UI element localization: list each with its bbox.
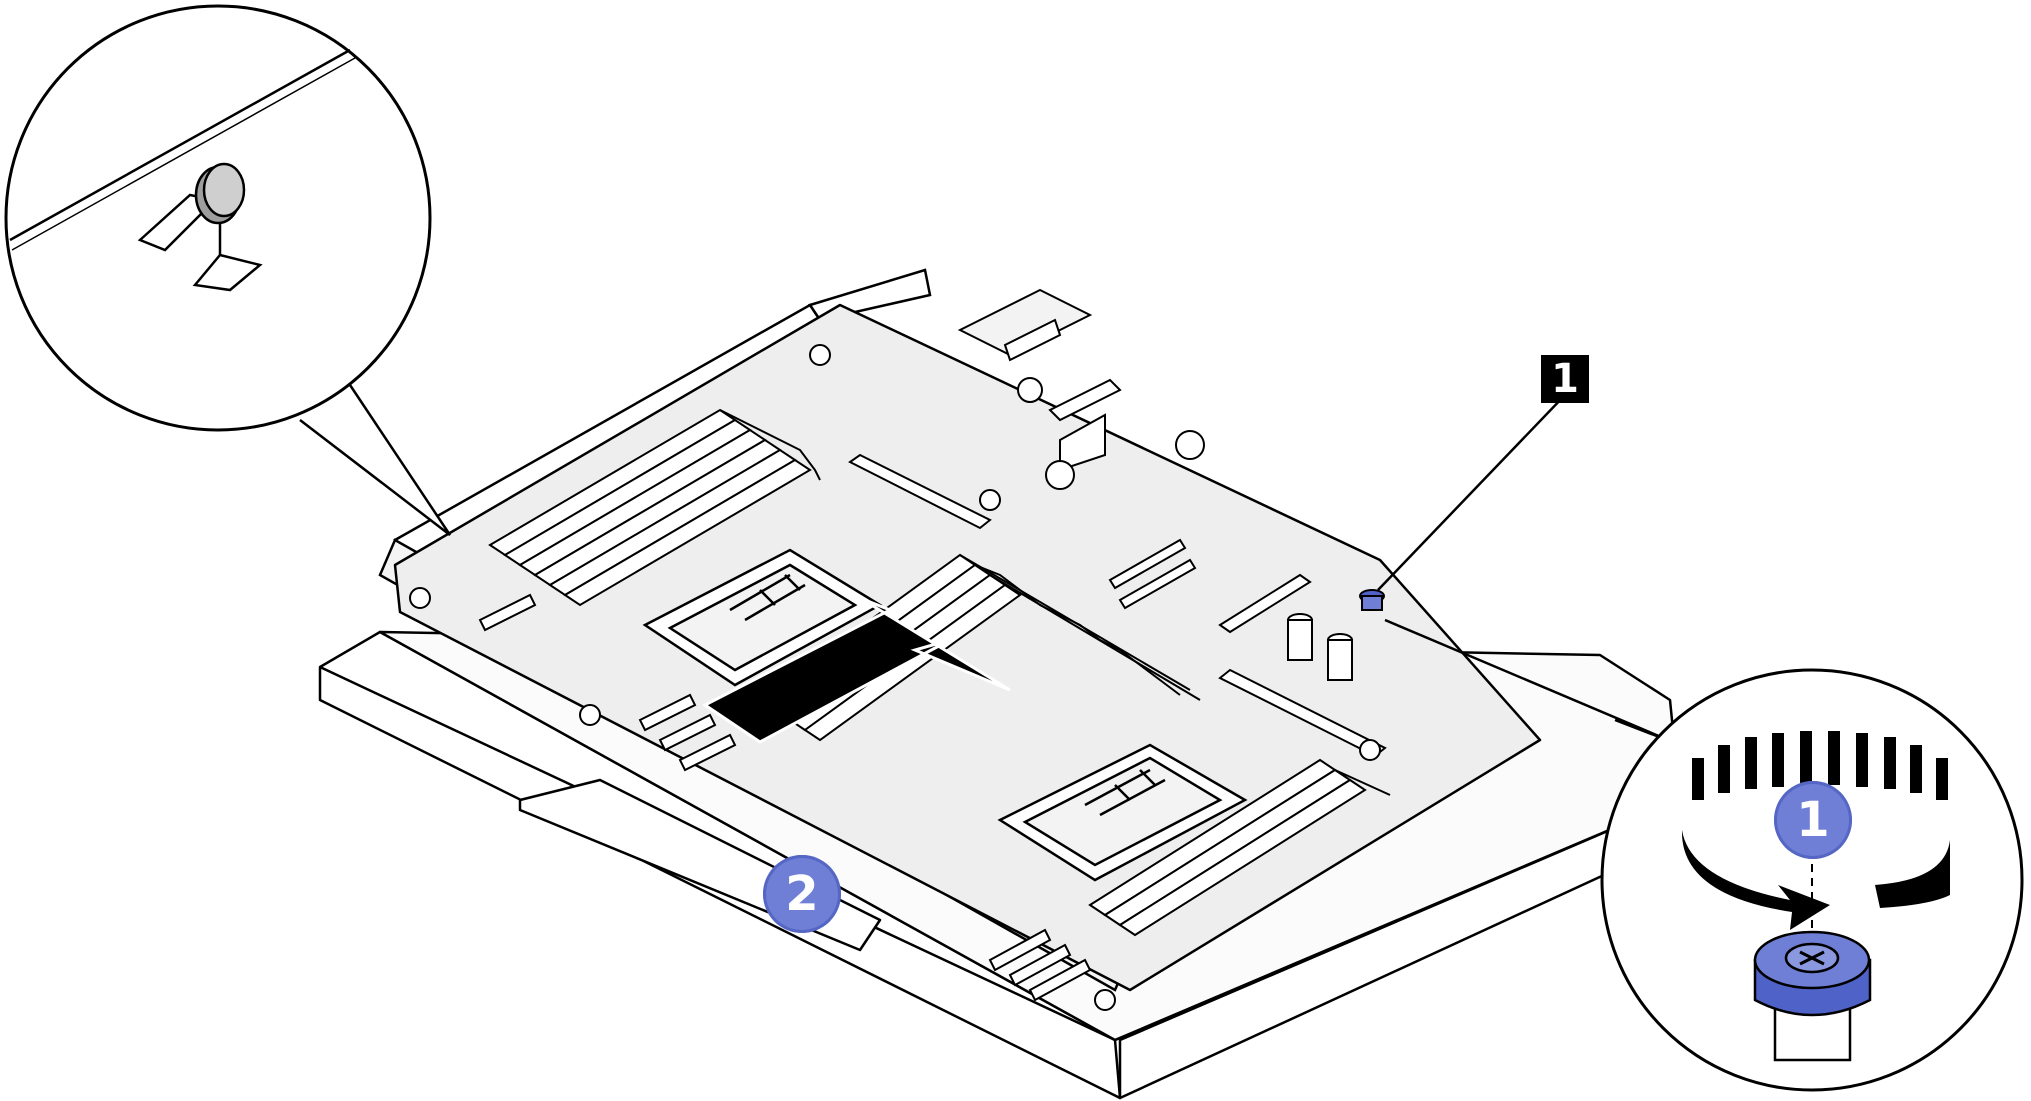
rotation-arrow-icon <box>1681 731 1950 930</box>
guide-pin-icon <box>137 162 263 292</box>
dimm-bank-upper <box>488 408 821 607</box>
dimm-bank-lower <box>1088 758 1391 937</box>
board-components <box>409 344 1381 1011</box>
step-badge-2: 2 <box>763 855 841 933</box>
step-badge-1: 1 <box>1774 781 1852 859</box>
processor-socket-1 <box>642 548 883 687</box>
captive-screw-detail <box>1384 618 2024 1092</box>
captive-screw-icon <box>1753 930 1872 1062</box>
slide-arrow-icon <box>702 596 1011 744</box>
callout-leader <box>1377 394 1566 591</box>
processor-socket-2 <box>997 743 1248 882</box>
guide-pin-detail <box>4 4 452 536</box>
captive-screw-on-board <box>1359 589 1385 611</box>
callout-label: 1 <box>1541 355 1589 403</box>
